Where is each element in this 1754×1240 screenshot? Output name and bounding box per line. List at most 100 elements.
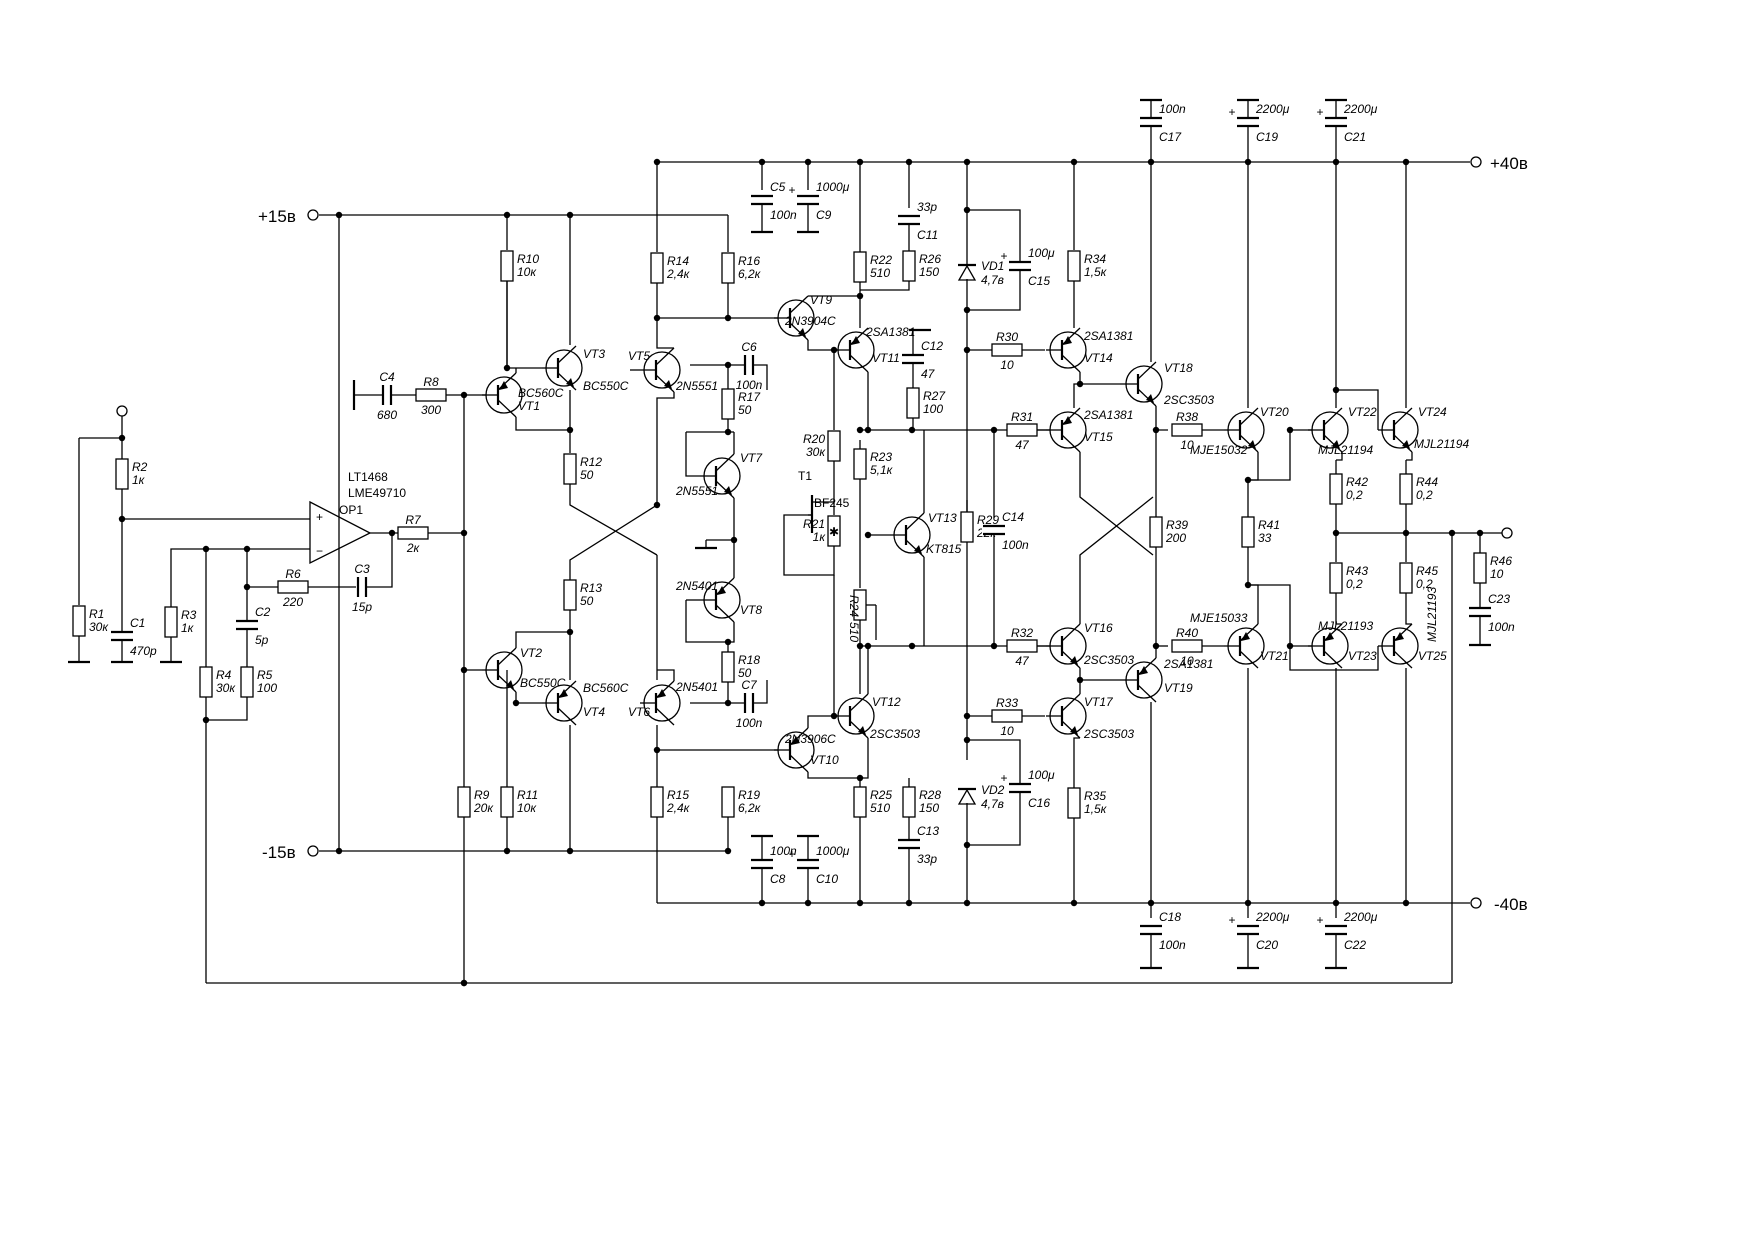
- polarity-mark: +: [1228, 913, 1235, 927]
- output-terminal-icon[interactable]: [1501, 527, 1513, 539]
- polarity-mark: +: [1316, 105, 1323, 119]
- junction-dot-icon: [1402, 158, 1410, 166]
- junction-dot-icon: [1286, 426, 1294, 434]
- capacitor-val: 100μ: [1028, 768, 1055, 782]
- resistor-value: 150: [919, 265, 939, 279]
- junction-dot-icon: [653, 501, 661, 509]
- resistor-ref: R8: [423, 375, 439, 389]
- input-terminal-icon[interactable]: [116, 405, 128, 417]
- capacitor-val: 100n: [1159, 102, 1186, 116]
- transistor-ref: VT21: [1260, 649, 1289, 663]
- resistor-value: 10: [1000, 358, 1014, 372]
- resistor-ref: R42: [1346, 475, 1368, 489]
- resistor-ref: R21: [803, 517, 825, 531]
- junction-dot-icon: [1152, 426, 1160, 434]
- resistor-value: 30к: [89, 620, 109, 634]
- capacitor-ref: C12: [921, 339, 943, 353]
- transistor-part: 2SC3503: [1163, 393, 1214, 407]
- resistor-value: 50: [580, 468, 594, 482]
- terminal-minus40-icon[interactable]: [1470, 897, 1482, 909]
- resistor-r38: R38 10: [1171, 410, 1203, 452]
- resistor-value: 300: [421, 403, 441, 417]
- transistor-part: 2N5551: [675, 484, 718, 498]
- resistor-value: 1к: [132, 473, 146, 487]
- capacitor-ref: C20: [1256, 938, 1278, 952]
- capacitor-ref: C15: [1028, 274, 1050, 288]
- transistor-ref: VT18: [1164, 361, 1193, 375]
- resistor-ref: R2: [132, 460, 148, 474]
- resistor-value: 510: [847, 622, 861, 642]
- capacitor-val: 5p: [255, 633, 269, 647]
- resistor-value: 50: [738, 666, 752, 680]
- transistor-part: 2SC3503: [1083, 727, 1134, 741]
- diode-ref: VD1: [981, 259, 1004, 273]
- transistor-ref: VT12: [872, 695, 901, 709]
- capacitor-ref: C16: [1028, 796, 1050, 810]
- junction-dot-icon: [724, 428, 732, 436]
- capacitor-val: 2200μ: [1255, 910, 1290, 924]
- transistor-part: BC550C: [520, 676, 566, 690]
- junction-dot-icon: [730, 536, 738, 544]
- junction-dot-icon: [1147, 899, 1155, 907]
- transistor-part: 2SA1381: [1163, 657, 1213, 671]
- junction-dot-icon: [908, 642, 916, 650]
- transistor-ref: VT24: [1418, 405, 1447, 419]
- resistor-value: 5,1к: [870, 463, 894, 477]
- resistor-value: 10к: [517, 801, 537, 815]
- resistor-ref: R38: [1176, 410, 1198, 424]
- junction-dot-icon: [856, 158, 864, 166]
- junction-dot-icon: [864, 642, 872, 650]
- polarity-mark: +: [1000, 771, 1007, 785]
- terminal-minus15-icon[interactable]: [307, 845, 319, 857]
- transistor-part: 2SC3503: [869, 727, 920, 741]
- jfet-part: BF245: [814, 496, 850, 510]
- rail-label-plus15: +15в: [258, 207, 296, 226]
- junction-dot-icon: [118, 515, 126, 523]
- resistor-ref: R18: [738, 653, 760, 667]
- transistor-ref: VT25: [1418, 649, 1447, 663]
- capacitor-ref: C19: [1256, 130, 1278, 144]
- resistor-value: 47: [1015, 438, 1030, 452]
- junction-dot-icon: [202, 716, 210, 724]
- terminal-plus15-icon[interactable]: [307, 209, 319, 221]
- junction-dot-icon: [963, 158, 971, 166]
- terminal-plus40-icon[interactable]: [1470, 156, 1482, 168]
- resistor-value: 33: [1258, 531, 1272, 545]
- resistor-value: 10: [1180, 438, 1194, 452]
- capacitor-ref: C23: [1488, 592, 1510, 606]
- transistor-part: 2SA1381: [1083, 408, 1133, 422]
- junction-dot-icon: [1070, 899, 1078, 907]
- resistor-ref: R19: [738, 788, 760, 802]
- resistor-ref: R20: [803, 432, 825, 446]
- polarity-mark: +: [1228, 105, 1235, 119]
- resistor-value: 30к: [806, 445, 826, 459]
- transistor-ref: VT7: [740, 451, 763, 465]
- resistor-ref: R41: [1258, 518, 1280, 532]
- junction-dot-icon: [1332, 158, 1340, 166]
